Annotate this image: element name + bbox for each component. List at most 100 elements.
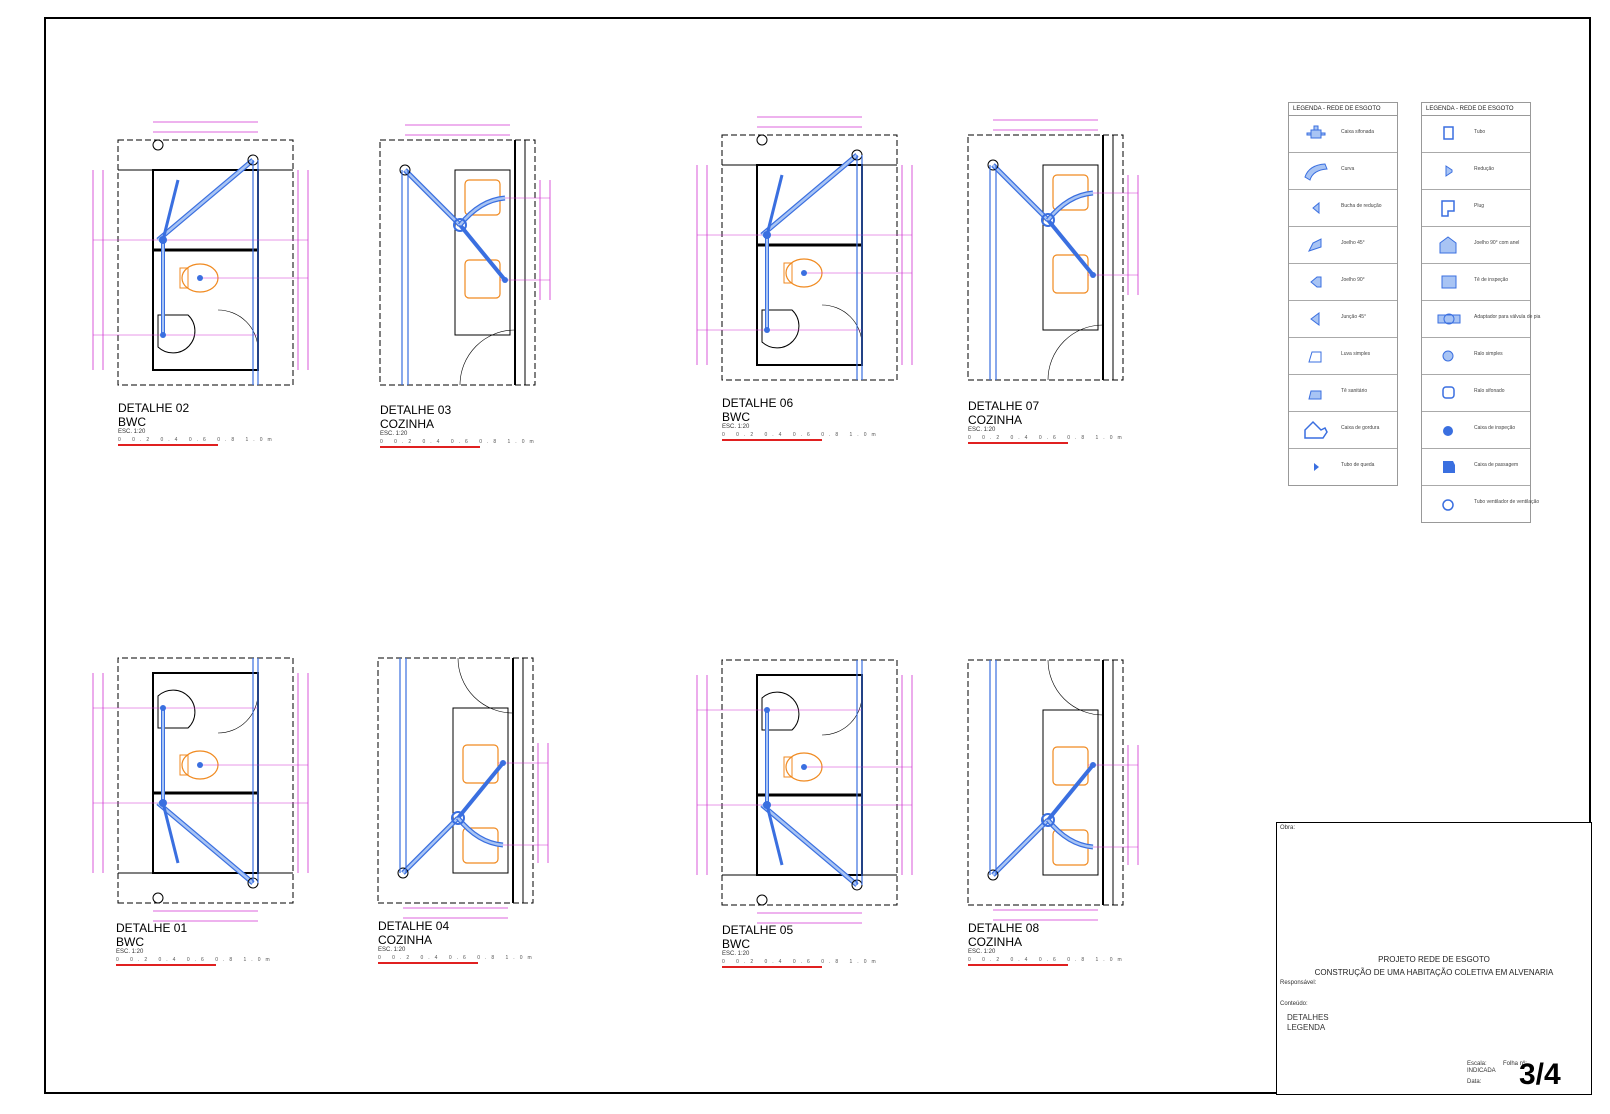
detail-scale: ESC. 1:20 [722,951,750,957]
project-title: PROJETO REDE DE ESGOTO [1378,955,1490,964]
responsavel-label: Responsável: [1280,980,1317,986]
sheet-number: 3/4 [1519,1058,1561,1091]
legend-label: Bucha de redução [1341,203,1382,209]
legend-row: Ralo sifonado [1422,375,1530,412]
plan-detalhe-07 [968,120,1138,380]
detail-scale: ESC. 1:20 [722,424,750,430]
detail-title: DETALHE 03 [380,403,452,417]
legend-label: Caixa de inspeção [1474,425,1516,431]
joelho-90-anel-icon [1439,236,1457,254]
scalebar-05: 0 0.2 0.4 0.6 0.8 1.0m [722,959,876,968]
legend-label: Caixa de gordura [1341,425,1380,431]
scalebar-ticks: 0 0.2 0.4 0.6 0.8 1.0m [968,957,1127,963]
legend-row: Joelho 90° com anel [1422,227,1530,264]
escala-value: INDICADA [1467,1068,1496,1074]
legend-label: Caixa sifonada [1341,129,1375,135]
obra-label: Obra: [1280,825,1296,831]
detail-title: DETALHE 06 [722,396,794,410]
detail-title: DETALHE 02 [118,401,190,415]
scalebar-04: 0 0.2 0.4 0.6 0.8 1.0m [378,955,532,964]
ralo-sifonado-icon [1442,386,1455,399]
ralo-simples-icon [1442,350,1454,362]
conteudo-label: Conteúdo: [1280,1001,1308,1007]
legend-label: Caixa de passagem [1474,462,1519,468]
detail-scale: ESC. 1:20 [116,949,144,955]
legend-label: Tubo [1474,129,1486,135]
legend-row: Tê de inspeção [1422,264,1530,301]
scalebar-07: 0 0.2 0.4 0.6 0.8 1.0m [968,435,1122,444]
caixa-inspecao-icon [1443,426,1453,436]
legend-row: Tubo de queda [1289,449,1397,485]
detail-title: DETALHE 07 [968,399,1040,413]
scalebar-01: 0 0.2 0.4 0.6 0.8 1.0m [116,957,270,966]
plan-detalhe-08 [968,660,1138,920]
legend-row: Caixa de passagem [1422,449,1530,486]
caixa-passagem-icon [1443,461,1455,473]
sheet-frame [44,17,1591,1094]
detail-label-07: DETALHE 07 COZINHA ESC. 1:20 [968,400,1039,433]
legend-row: Plug [1422,190,1530,227]
legend-row: Joelho 90° [1289,264,1397,301]
detail-title: DETALHE 05 [722,923,794,937]
legend-label: Plug [1474,203,1485,209]
plug-icon [1441,200,1455,217]
detail-scale: ESC. 1:20 [118,429,146,435]
detail-room: COZINHA [380,417,434,431]
scalebar-ticks: 0 0.2 0.4 0.6 0.8 1.0m [116,957,275,963]
scalebar-ticks: 0 0.2 0.4 0.6 0.8 1.0m [722,959,881,965]
detail-label-04: DETALHE 04 COZINHA ESC. 1:20 [378,920,449,953]
detail-room: COZINHA [968,413,1022,427]
detail-scale: ESC. 1:20 [378,947,406,953]
detail-room: BWC [722,937,750,951]
plan-detalhe-06 [697,117,912,380]
legend-row: Caixa sifonada [1289,116,1397,153]
escala-label: Escala: [1467,1061,1487,1067]
detail-room: BWC [118,415,146,429]
detail-room: COZINHA [968,935,1022,949]
legend-label: Redução [1474,166,1495,172]
folha-label: Folha nº: [1503,1061,1527,1067]
legend-label: Curva [1341,166,1355,172]
legend-left: LEGENDA - REDE DE ESGOTO Caixa sifonada … [1288,102,1398,486]
legend-label: Adaptador para válvula de pia [1474,314,1541,320]
legend-row: Tubo [1422,116,1530,153]
legend-row: Adaptador para válvula de pia [1422,301,1540,338]
tubo-ventilador-icon [1442,499,1454,511]
legend-row: Joelho 45° [1289,227,1397,264]
legend-header: LEGENDA - REDE DE ESGOTO [1289,103,1397,116]
detail-label-03: DETALHE 03 COZINHA ESC. 1:20 [380,404,451,437]
conteudo-line-2: LEGENDA [1287,1023,1326,1032]
detail-title: DETALHE 01 [116,921,188,935]
plan-detalhe-03 [380,125,550,385]
legend-row: Junção 45° [1289,301,1397,338]
detail-title: DETALHE 08 [968,921,1040,935]
legend-label: Ralo simples [1474,351,1503,357]
legend-label: Tê sanitário [1341,388,1368,394]
legend-label: Joelho 90° [1341,277,1365,283]
juncao-45-icon [1310,312,1320,326]
detail-title: DETALHE 04 [378,919,450,933]
legend-label: Luva simples [1341,351,1371,357]
detail-label-05: DETALHE 05 BWC ESC. 1:20 [722,924,793,957]
conteudo-line-1: DETALHES [1287,1013,1329,1022]
title-block: Obra: PROJETO REDE DE ESGOTO CONSTRUÇÃO … [1276,822,1592,1095]
legend-label: Tubo de queda [1341,462,1375,468]
data-label: Data: [1467,1079,1482,1085]
legend-row: Ralo simples [1422,338,1530,375]
legend-right: LEGENDA - REDE DE ESGOTO Tubo Redução Pl… [1421,102,1540,523]
legend-label: Joelho 90° com anel [1474,240,1520,246]
detail-label-02: DETALHE 02 BWC ESC. 1:20 [118,402,189,435]
legend-label: Junção 45° [1341,314,1367,320]
detail-room: BWC [116,935,144,949]
detail-label-06: DETALHE 06 BWC ESC. 1:20 [722,397,793,430]
scalebar-02: 0 0.2 0.4 0.6 0.8 1.0m [118,437,272,446]
plan-detalhe-05 [697,660,912,923]
joelho-45-icon [1308,238,1322,252]
curva-icon [1304,163,1328,181]
detail-label-08: DETALHE 08 COZINHA ESC. 1:20 [968,922,1039,955]
detail-scale: ESC. 1:20 [968,427,996,433]
scalebar-06: 0 0.2 0.4 0.6 0.8 1.0m [722,432,876,441]
legend-row: Tê sanitário [1289,375,1397,412]
reducao-icon [1445,165,1453,177]
tubo-icon [1443,126,1454,140]
